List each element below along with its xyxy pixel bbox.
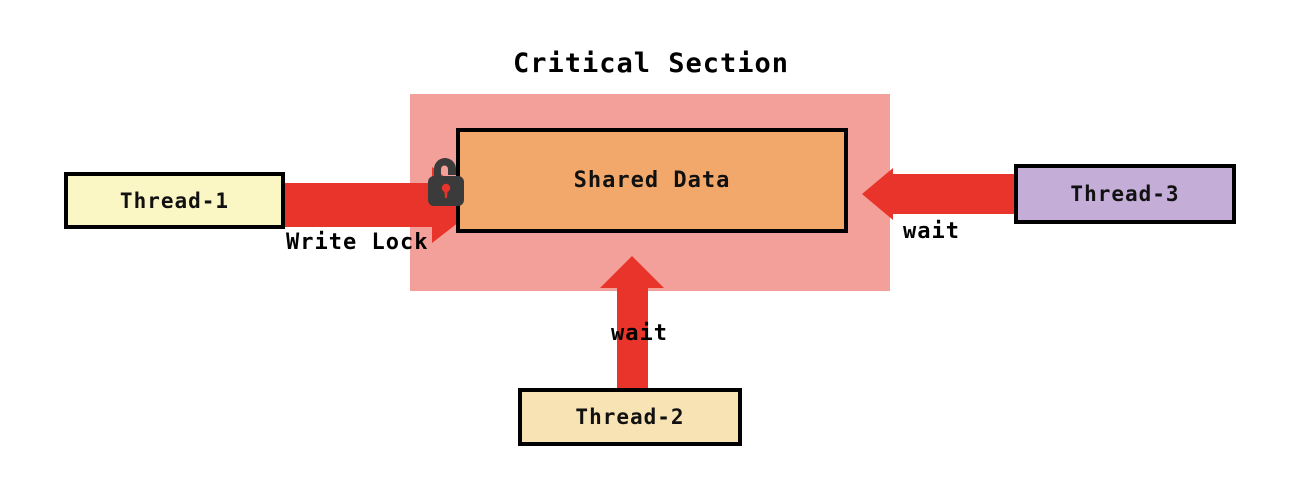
page-title-text: Critical Section [512, 48, 790, 79]
padlock-keyhole-stem [444, 189, 448, 198]
thread-2-box[interactable]: Thread-2 [518, 388, 742, 446]
page-title: Critical Section [0, 48, 1316, 79]
padlock-icon [428, 158, 464, 206]
padlock-shackle [434, 158, 456, 178]
shared-data-box: Shared Data [456, 128, 848, 233]
shared-data-label: Shared Data [573, 168, 731, 193]
thread-1-box[interactable]: Thread-1 [64, 172, 285, 229]
padlock-keyhole [441, 183, 451, 193]
edge-label-write-lock: Write Lock [286, 230, 429, 255]
thread-3-label: Thread-3 [1070, 182, 1180, 206]
edge-label-wait-bottom: wait [611, 321, 668, 346]
thread-1-label: Thread-1 [119, 188, 230, 213]
thread-3-box[interactable]: Thread-3 [1014, 164, 1236, 224]
edge-label-wait-right: wait [903, 219, 960, 244]
thread-2-label: Thread-2 [575, 405, 685, 429]
